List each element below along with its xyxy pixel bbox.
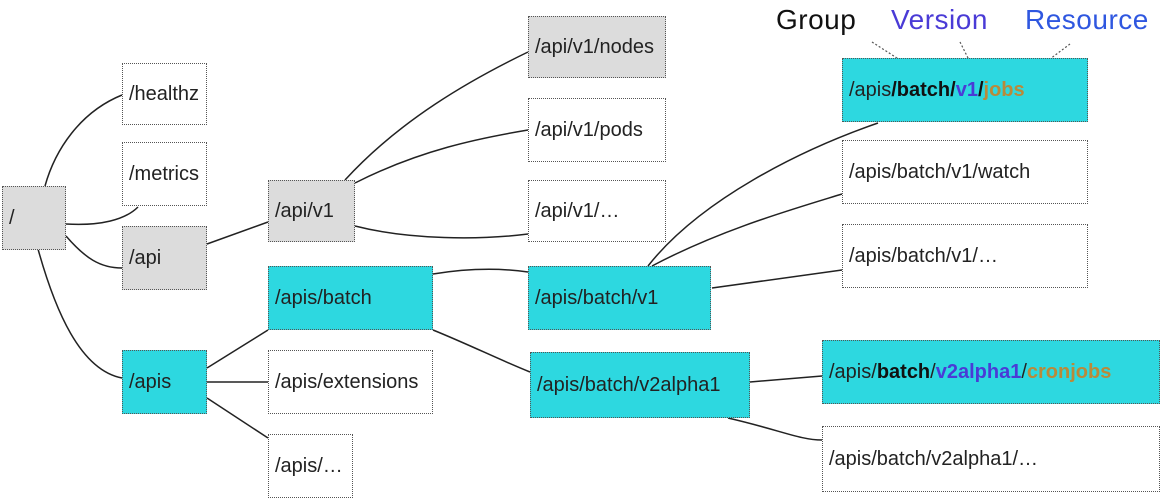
node-apis-batch-v2alpha1: /apis/batch/v2alpha1: [530, 352, 750, 418]
edge-apiv1-nodes: [344, 51, 529, 181]
legend-version: Version: [891, 4, 988, 35]
node-apis-batch-v1-etc: /apis/batch/v1/…: [842, 224, 1088, 288]
node-root-label: /: [9, 206, 15, 229]
node-healthz: /healthz: [122, 63, 207, 125]
node-apis-batch-v1-etc-label: /apis/batch/v1/…: [849, 244, 998, 267]
node-cronjobs: /apis/batch/v2alpha1/cronjobs: [822, 340, 1160, 404]
node-metrics-label: /metrics: [129, 162, 199, 185]
edge-v2-etc: [727, 417, 823, 441]
cronjobs-resource: cronjobs: [1026, 360, 1112, 383]
cronjobs-sep1: /: [930, 360, 936, 383]
edge-v2-cronjobs: [749, 375, 823, 383]
jobs-sep: /: [977, 78, 984, 101]
cronjobs-sep2: /: [1021, 360, 1027, 383]
legend-resource: Resource: [1025, 4, 1149, 35]
edge-apiv1-etc: [354, 225, 529, 239]
node-apis-batch-v1-watch: /apis/batch/v1/watch: [842, 140, 1088, 204]
node-apis-batch-v1-label: /apis/batch/v1: [535, 286, 659, 309]
cronjobs-version: v2alpha1: [935, 360, 1022, 383]
edge-root-healthz: [44, 94, 123, 187]
node-apis-label: /apis: [129, 370, 172, 393]
node-healthz-label: /healthz: [129, 82, 200, 105]
node-apis-batch-label: /apis/batch: [275, 286, 372, 309]
node-apis-batch-v2alpha1-etc-label: /apis/batch/v2alpha1/…: [829, 447, 1039, 470]
node-metrics: /metrics: [122, 142, 207, 206]
node-root: /: [2, 186, 66, 250]
edge-apiv1-pods: [354, 129, 529, 184]
node-api-v1-etc: /api/v1/…: [528, 180, 666, 242]
jobs-version: v1: [955, 78, 978, 101]
node-apis-etc: /apis/…: [268, 434, 353, 498]
edge-v1-watch: [651, 193, 843, 267]
node-api-label: /api: [129, 246, 162, 269]
edge-root-apis: [37, 248, 123, 379]
node-apis: /apis: [122, 350, 207, 414]
node-apis-batch: /apis/batch: [268, 266, 433, 330]
node-apis-batch-v2alpha1-etc: /apis/batch/v2alpha1/…: [822, 426, 1160, 492]
node-jobs: /apis/batch/v1/jobs: [842, 58, 1088, 122]
node-api: /api: [122, 226, 207, 290]
edge-batch-v2alpha1: [432, 329, 531, 373]
jobs-prefix: /apis: [849, 78, 892, 101]
node-api-v1-pods: /api/v1/pods: [528, 98, 666, 162]
jobs-resource: jobs: [983, 78, 1025, 101]
node-apis-extensions-label: /apis/extensions: [275, 370, 419, 393]
node-api-v1-pods-label: /api/v1/pods: [535, 118, 643, 141]
node-apis-batch-v1-watch-label: /apis/batch/v1/watch: [849, 160, 1031, 183]
node-api-v1-nodes-label: /api/v1/nodes: [535, 35, 654, 58]
edge-apis-batch: [206, 329, 269, 369]
node-apis-batch-v2alpha1-label: /apis/batch/v2alpha1: [537, 373, 721, 396]
node-apis-batch-v1: /apis/batch/v1: [528, 266, 711, 330]
node-apis-etc-label: /apis/…: [275, 454, 343, 477]
edge-v1-jobs: [647, 122, 879, 267]
legend-group: Group: [776, 4, 857, 35]
node-apis-extensions: /apis/extensions: [268, 350, 433, 414]
edge-root-api: [65, 235, 123, 269]
edge-batch-v1: [432, 268, 529, 275]
node-api-v1-label: /api/v1: [275, 199, 334, 222]
edge-root-metrics: [65, 206, 139, 226]
node-api-v1-nodes: /api/v1/nodes: [528, 16, 666, 78]
cronjobs-group: batch: [876, 360, 931, 383]
node-api-v1-etc-label: /api/v1/…: [535, 199, 620, 222]
edge-api-apiv1: [206, 221, 269, 245]
jobs-group: /batch/: [891, 78, 956, 101]
cronjobs-prefix: /apis/: [829, 360, 877, 383]
edge-apis-etc: [206, 397, 269, 439]
edge-v1-etc: [711, 269, 843, 289]
node-api-v1: /api/v1: [268, 180, 355, 242]
